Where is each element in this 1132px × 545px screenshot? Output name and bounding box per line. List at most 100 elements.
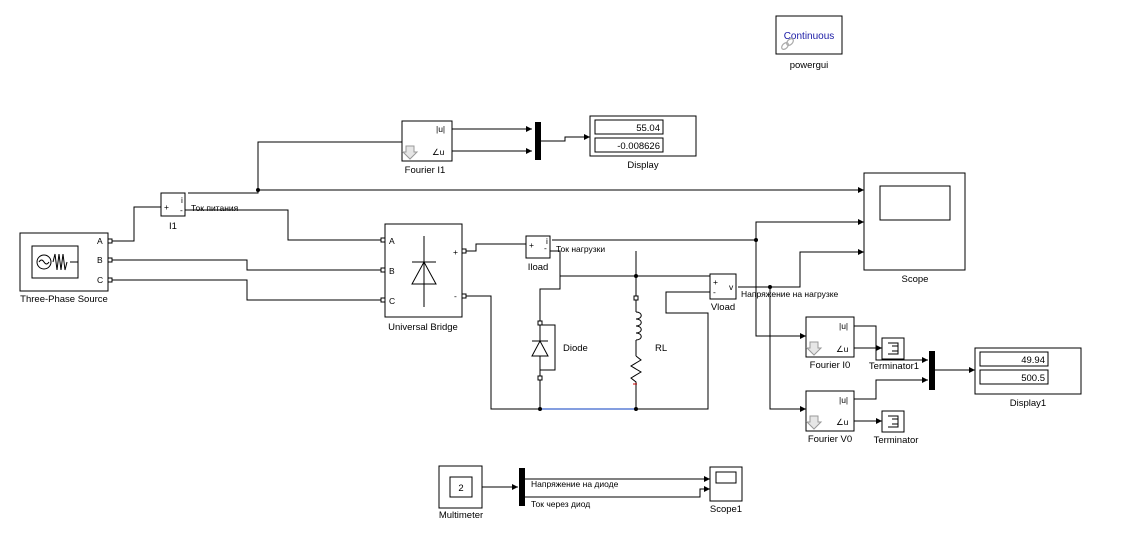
rl-block[interactable]: RL — [630, 295, 667, 388]
inductor-icon — [635, 300, 642, 356]
three-phase-source-block[interactable]: A B C Three-Phase Source — [19, 232, 113, 305]
resistor-icon — [630, 355, 642, 388]
mux-1[interactable] — [535, 122, 541, 160]
display-value-angle: -0.008626 — [617, 141, 660, 152]
wire-iload-to-diode[interactable] — [539, 276, 561, 323]
wire-bridge-minus[interactable] — [462, 295, 540, 410]
fourier-v0-mag: |u| — [839, 395, 848, 405]
fourier-v0-label: Fourier V0 — [808, 434, 852, 445]
multimeter-signal-1: Напряжение на диоде — [531, 479, 619, 489]
iload-i: i — [546, 236, 548, 246]
fourier-i1-ang: ∠u — [432, 147, 445, 157]
vload-plus: + — [713, 277, 718, 287]
powergui-label: powergui — [790, 60, 829, 71]
bridge-port-b: B — [389, 266, 395, 276]
powergui-block[interactable]: Continuous powergui — [775, 15, 843, 71]
wire-iload-to-load[interactable] — [550, 250, 636, 277]
scope1-block[interactable]: Scope1 — [709, 466, 743, 515]
multimeter-signal-2: Ток через диод — [531, 499, 590, 509]
fourier-i0-block[interactable]: |u| ∠u Fourier I0 — [805, 316, 855, 371]
ac-source-icon — [31, 245, 79, 279]
terminator-icon — [888, 342, 899, 355]
fourier-v0-ang: ∠u — [836, 417, 849, 427]
bridge-port-a: A — [389, 236, 395, 246]
i1-minus: - — [180, 205, 183, 215]
fourier-i1-label: Fourier I1 — [405, 165, 446, 176]
display1-label: Display1 — [1010, 398, 1046, 409]
multimeter-block[interactable]: 2 Multimeter — [438, 465, 483, 521]
down-arrow-icon — [805, 415, 823, 430]
wire-source-c-to-bridge-c[interactable] — [108, 279, 385, 301]
rl-label: RL — [655, 343, 667, 354]
fourier-i0-mag: |u| — [839, 321, 848, 331]
scope1-label: Scope1 — [710, 504, 742, 515]
vload-minus: - — [713, 287, 716, 297]
source-port-b: B — [97, 255, 103, 265]
diode-label: Diode — [563, 343, 588, 354]
wire-bottom-rail-right[interactable] — [636, 291, 710, 410]
wire-bridge-plus-to-iload[interactable] — [462, 243, 526, 252]
wire-vload-signal[interactable] — [738, 286, 806, 410]
fourier-v0-block[interactable]: |u| ∠u Fourier V0 — [805, 390, 855, 445]
diode-block[interactable]: Diode — [531, 320, 588, 381]
i1-i: i — [181, 195, 183, 205]
wire-source-a-to-i1[interactable] — [108, 206, 163, 242]
scope-screen-icon — [715, 471, 737, 484]
iload-plus: + — [529, 240, 534, 250]
source-port-c: C — [97, 275, 103, 285]
scope-block[interactable]: Scope — [863, 172, 966, 285]
universal-bridge-block[interactable]: A B C + - Universal Bridge — [380, 223, 467, 333]
mux-3[interactable] — [519, 468, 525, 506]
wire-mux-to-display[interactable] — [541, 136, 590, 142]
wire-iload-to-fourier-i0[interactable] — [755, 240, 806, 337]
wire-i1-to-bridge-a[interactable] — [185, 209, 385, 241]
multimeter-value: 2 — [458, 483, 463, 494]
mux-2[interactable] — [929, 351, 935, 390]
down-arrow-icon — [805, 341, 823, 356]
vload-block[interactable]: + - v Vload Напряжение на нагрузке — [709, 273, 839, 313]
wires — [108, 126, 975, 498]
wire-mux-to-scope1-b[interactable] — [525, 488, 710, 498]
terminator1-block[interactable]: Terminator1 — [869, 337, 919, 372]
wire-fourier-i0-mag[interactable] — [854, 325, 928, 361]
fourier-i1-block[interactable]: |u| ∠u Fourier I1 — [401, 120, 453, 176]
bridge-port-plus: + — [453, 247, 458, 257]
wire-vload-to-scope[interactable] — [770, 251, 864, 288]
i1-block[interactable]: + - i I1 Ток питания — [160, 192, 239, 232]
wire-source-b-to-bridge-b[interactable] — [108, 259, 385, 271]
scope-screen-icon — [879, 185, 951, 221]
diode-icon — [531, 323, 549, 378]
iload-label: Iload — [528, 262, 549, 273]
display1-block[interactable]: 49.94 500.5 Display1 — [974, 347, 1082, 409]
wire-i1-signal[interactable] — [188, 141, 403, 194]
terminator1-label: Terminator1 — [869, 361, 919, 372]
vload-signal-label: Напряжение на нагрузке — [741, 289, 839, 299]
multimeter-label: Multimeter — [439, 510, 483, 521]
bridge-port-c: C — [389, 296, 395, 306]
terminator-label: Terminator — [874, 435, 919, 446]
i1-plus: + — [164, 202, 169, 212]
link-icon — [781, 38, 794, 50]
wire-iload-signal[interactable] — [552, 221, 864, 241]
universal-bridge-label: Universal Bridge — [388, 322, 458, 333]
display1-value-2: 500.5 — [1021, 373, 1045, 384]
iload-block[interactable]: + - i Iload Ток нагрузки — [525, 235, 605, 273]
fourier-i0-ang: ∠u — [836, 344, 849, 354]
vload-label: Vload — [711, 302, 735, 313]
three-phase-source-label: Three-Phase Source — [20, 294, 108, 305]
diode-bridge-icon — [411, 236, 437, 307]
bridge-port-minus: - — [454, 291, 457, 301]
wire-fourier-v0-mag[interactable] — [854, 379, 928, 400]
display-label: Display — [627, 160, 658, 171]
vload-v: v — [729, 282, 734, 292]
terminator-block[interactable]: Terminator — [874, 410, 919, 446]
iload-signal-label: Ток нагрузки — [556, 244, 605, 254]
i1-signal-label: Ток питания — [191, 203, 239, 213]
powergui-mode: Continuous — [784, 31, 835, 42]
display1-value-1: 49.94 — [1021, 355, 1045, 366]
display-value-magnitude: 55.04 — [636, 123, 660, 134]
terminator-icon — [888, 415, 899, 428]
iload-minus: - — [544, 243, 547, 253]
display-block[interactable]: 55.04 -0.008626 Display — [589, 115, 697, 171]
